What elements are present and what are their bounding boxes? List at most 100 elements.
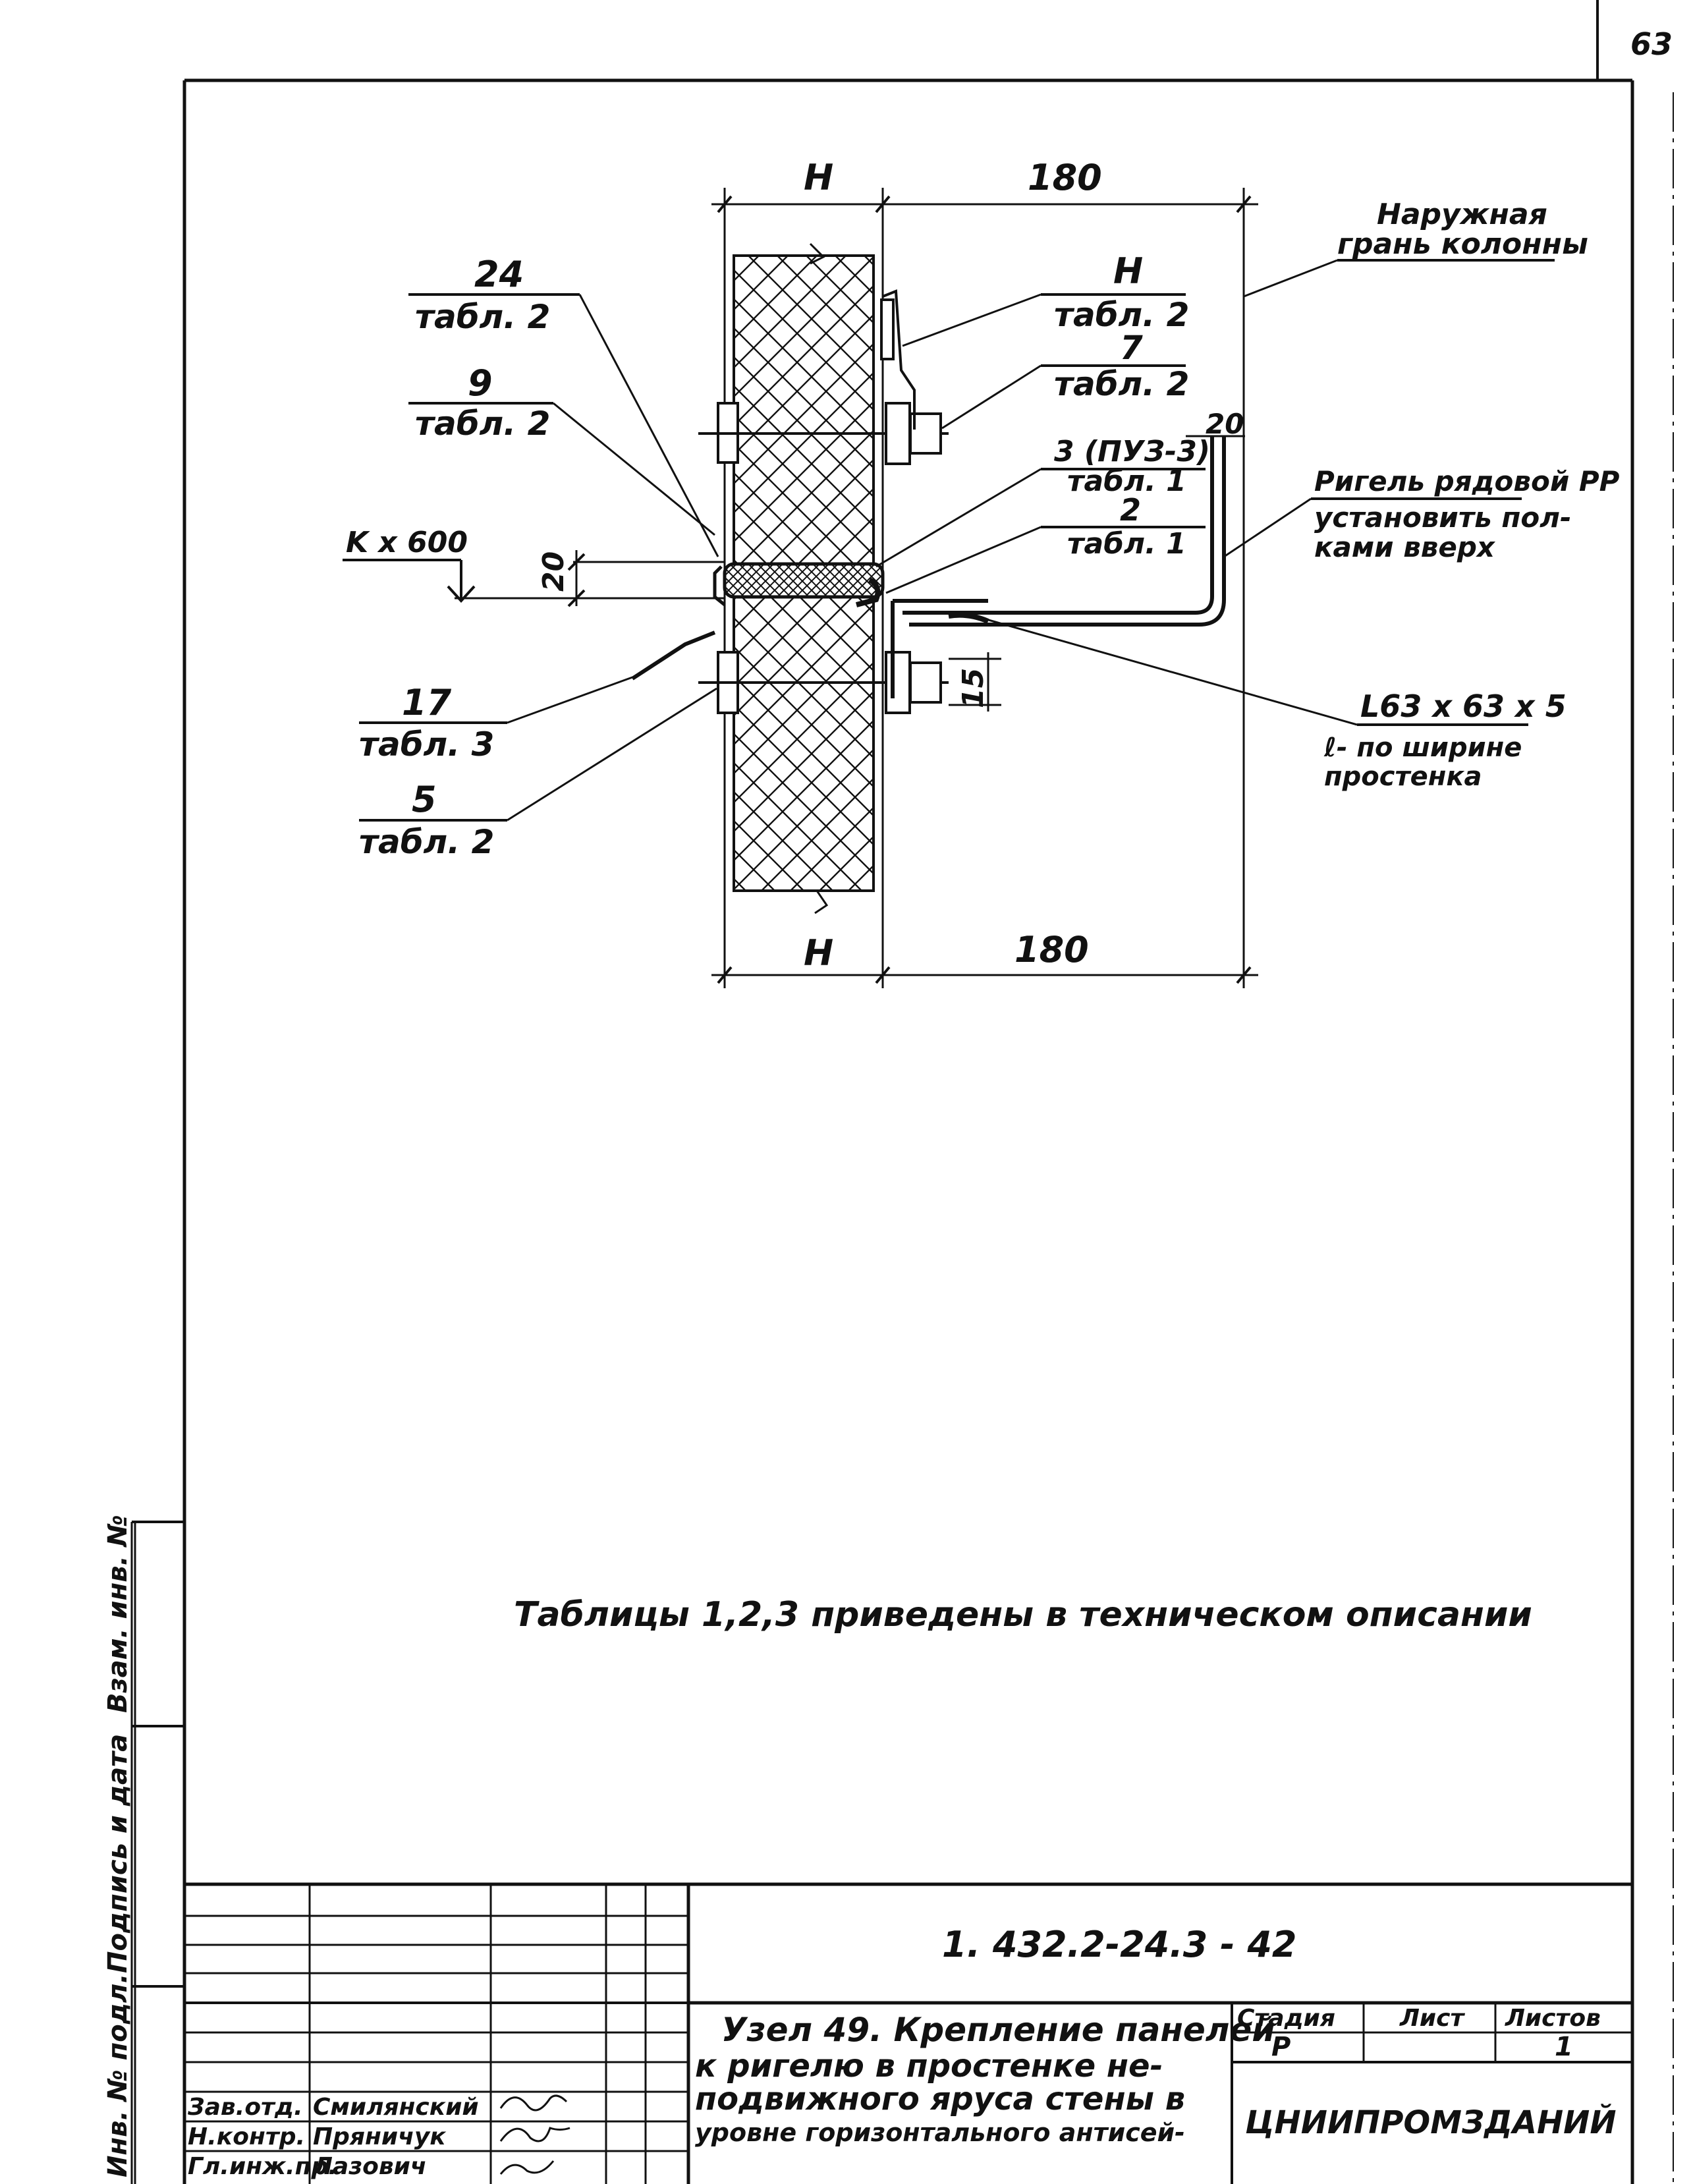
leader-9	[553, 402, 715, 536]
staff-name-1: Смилянский	[313, 2094, 479, 2121]
anchor-rod	[631, 630, 716, 681]
side-stamp-vzam: Взам. инв. №	[103, 1515, 133, 1713]
level-mark-arrow	[447, 560, 476, 603]
signature-2	[499, 2127, 570, 2142]
level-mark-label: K x 600	[346, 526, 468, 559]
sheets-value: 1	[1555, 2032, 1573, 2062]
tables-note: Таблицы 1,2,3 приведены в техническом оп…	[514, 1595, 1532, 1635]
angle-label-2: ℓ- по ширине	[1323, 733, 1522, 763]
dim-ticks-bottom	[717, 966, 1252, 984]
staff-role-1: Зав.отд.	[187, 2094, 303, 2121]
upper-clip-plate	[880, 298, 895, 360]
joint-bracket	[713, 565, 726, 606]
break-mark-top	[809, 242, 825, 265]
sheets-header: Листов	[1505, 2005, 1601, 2032]
dim-20-ticks	[567, 553, 586, 607]
column-face-label-2: грань колонны	[1337, 227, 1588, 261]
leader-h	[902, 293, 1041, 347]
upper-clip	[882, 289, 916, 430]
label-2-ref: табл. 1	[1067, 527, 1186, 561]
title-block: 1. 432.2-24.3 - 42 Узел 49. Крепление па…	[184, 1882, 1632, 2184]
leader-5	[507, 687, 717, 822]
angle-label-1: L63 x 63 x 5	[1360, 688, 1567, 724]
leader-7	[941, 364, 1041, 430]
lower-plate	[885, 651, 911, 714]
leader-rigel	[1223, 497, 1312, 558]
title-line-3: подвижного яруса стены в	[695, 2081, 1185, 2117]
label-9-ref: табл. 2	[415, 405, 550, 443]
dim-h-bottom-label: H	[804, 932, 833, 974]
staff-role-2: Н.контр.	[188, 2123, 305, 2150]
break-mark-bottom	[814, 890, 829, 914]
lower-nut	[909, 661, 942, 704]
label-7-ref: табл. 2	[1054, 365, 1189, 403]
upper-fastener	[698, 289, 949, 465]
page-number: 63	[1630, 26, 1673, 62]
staff-role-3: Гл.инж.пр.	[188, 2153, 337, 2180]
wall-section	[713, 242, 885, 949]
side-stamp-podpis: Подпись и дата	[103, 1734, 133, 1973]
dim-h-top-label: H	[804, 157, 833, 198]
leader-3	[875, 468, 1041, 568]
leader-24	[578, 294, 719, 557]
label-h-ref: табл. 2	[1054, 296, 1189, 334]
label-h-num: H	[1113, 250, 1143, 292]
label-5-ref: табл. 2	[359, 823, 494, 861]
signature-1	[499, 2094, 568, 2112]
label-24-num: 24	[474, 254, 524, 295]
drawing-annotations: H 180 H 180 20 20 15 K x 600 24 табл. 2 …	[346, 157, 1620, 1635]
angle-l63	[891, 599, 988, 698]
rigel-flange-inner	[909, 436, 1226, 627]
label-24-ref: табл. 2	[415, 298, 550, 336]
rigel-and-angle	[891, 436, 1226, 698]
leader-column	[1243, 259, 1338, 298]
label-5-num: 5	[412, 779, 437, 820]
lower-panel	[733, 596, 875, 892]
upper-panel	[733, 254, 875, 565]
dim-180-top-label: 180	[1028, 157, 1102, 198]
stage-header: Стадия	[1237, 2005, 1335, 2032]
label-17-num: 17	[402, 682, 452, 723]
dim-ticks-top	[717, 195, 1252, 213]
leaders	[359, 259, 1555, 822]
label-3-num: 3 (ПУЗ-3)	[1054, 435, 1210, 468]
stage-value: Р	[1271, 2032, 1291, 2062]
leader-angle	[981, 617, 1358, 726]
signature-3	[499, 2160, 555, 2175]
side-stamp: Инв. № подл. Подпись и дата Взам. инв. №	[103, 1515, 184, 2184]
title-line-4: уровне горизонтального антисей-	[695, 2118, 1185, 2147]
rigel-label-2: установить пол-	[1314, 501, 1571, 534]
drawing-code: 1. 432.2-24.3 - 42	[942, 1924, 1297, 1965]
lower-fastener	[631, 630, 949, 714]
staff-name-2: Пряничук	[313, 2123, 447, 2150]
sheet-header: Лист	[1399, 2005, 1465, 2032]
dim-20-right-label: 20	[1206, 408, 1244, 440]
side-stamp-inv-podl: Инв. № подл.	[103, 1973, 133, 2177]
upper-plate	[885, 402, 911, 465]
dimensions	[343, 188, 1258, 988]
dim-180-bottom-label: 180	[1014, 929, 1089, 970]
dim-15-label: 15	[957, 668, 990, 708]
label-3-ref: табл. 1	[1067, 464, 1186, 498]
organization: ЦНИИПРОМЗДАНИЙ	[1245, 2104, 1616, 2141]
rigel-flange-outer	[902, 436, 1214, 615]
leader-17	[507, 676, 633, 724]
title-line-1: Узел 49. Крепление панелей	[721, 2011, 1275, 2049]
dim-20-left-label: 20	[537, 551, 570, 592]
column-face-label-1: Наружная	[1377, 198, 1547, 231]
label-2-num: 2	[1120, 492, 1141, 528]
rigel-label-3: ками вверх	[1314, 531, 1496, 563]
staff-name-3: Лазович	[312, 2153, 427, 2180]
upper-nut	[909, 412, 942, 455]
label-17-ref: табл. 3	[359, 725, 494, 764]
weld-mark	[948, 612, 989, 624]
joint-mastic	[855, 577, 881, 607]
leader-2	[885, 526, 1041, 594]
rigel-label-1: Ригель рядовой РР	[1314, 465, 1620, 497]
joint-seal	[723, 562, 885, 599]
title-line-2: к ригелю в простенке не-	[695, 2048, 1163, 2085]
angle-label-3: простенка	[1324, 762, 1482, 792]
label-7-num: 7	[1120, 329, 1143, 367]
label-9-num: 9	[468, 362, 493, 404]
